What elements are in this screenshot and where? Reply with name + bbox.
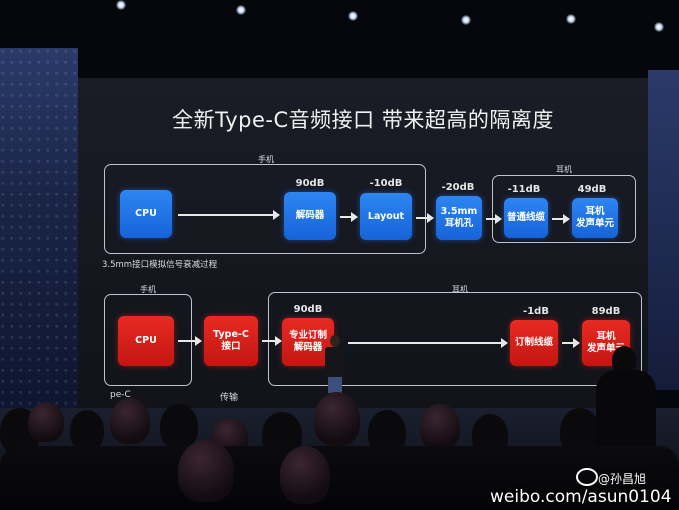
stage-light [461, 15, 471, 25]
analog-arrow-4 [486, 214, 502, 224]
analog-phone-label: 手机 [258, 155, 274, 164]
analog-speaker-box: 耳机 发声单元 [572, 198, 618, 238]
stage-light [654, 22, 664, 32]
audience-standing-person [596, 370, 656, 460]
db-layout: -10dB [369, 178, 403, 189]
audience-head [612, 346, 636, 374]
weibo-logo-icon [576, 468, 598, 486]
stage-light [348, 11, 358, 21]
analog-arrow-5 [552, 214, 570, 224]
analog-earphone-frame [492, 175, 636, 243]
presenter-legs [328, 377, 342, 393]
analog-caption: 3.5mm接口模拟信号衰减过程 [102, 260, 218, 270]
analog-phone-frame [104, 164, 426, 254]
digital-caption-tail: 传输 [220, 393, 239, 403]
audience-head [280, 446, 330, 504]
analog-earphone-label: 耳机 [556, 165, 572, 174]
analog-cpu-box: CPU [120, 190, 172, 238]
audience-row [0, 446, 679, 510]
analog-jack-box: 3.5mm 耳机孔 [436, 196, 482, 240]
db-digital-speaker: 89dB [591, 306, 621, 317]
db-decoder: 90dB [295, 178, 325, 189]
watermark-name: @孙昌旭 [598, 472, 647, 486]
led-side-panel-right [648, 70, 679, 390]
slide-title: 全新Type-C音频接口 带来超高的隔离度 [172, 108, 554, 132]
analog-decoder-box: 解码器 [284, 192, 336, 240]
stage-light [566, 14, 576, 24]
audience-head [420, 404, 460, 450]
analog-cable-box: 普通线缆 [504, 198, 548, 238]
watermark-url: weibo.com/asun0104 [490, 487, 672, 507]
digital-arrow-1 [178, 336, 202, 346]
digital-arrow-4 [562, 338, 580, 348]
presenter-head [330, 335, 340, 347]
digital-cpu-box: CPU [118, 316, 174, 366]
db-custom-cable: -1dB [523, 306, 549, 317]
db-jack: -20dB [441, 182, 475, 193]
db-custom-decoder: 90dB [293, 304, 323, 315]
analog-arrow-2 [340, 212, 358, 222]
db-cable: -11dB [507, 184, 541, 195]
presenter-body [325, 347, 345, 377]
digital-earphone-frame [268, 292, 642, 386]
stage-light [116, 0, 126, 10]
analog-layout-box: Layout [360, 193, 412, 240]
audience-head [178, 440, 234, 502]
analog-arrow-1 [178, 210, 280, 220]
digital-phone-label: 手机 [140, 285, 156, 294]
digital-earphone-label: 耳机 [452, 285, 468, 294]
audience-head [70, 410, 104, 450]
audience-head [160, 404, 198, 448]
presentation-slide: 全新Type-C音频接口 带来超高的隔离度 手机 耳机 90dB -10dB -… [78, 78, 648, 408]
audience-head [110, 398, 150, 444]
digital-typec-box: Type-C 接口 [204, 316, 258, 366]
digital-arrow-3 [348, 338, 508, 348]
audience-head [28, 402, 64, 442]
stage-light [236, 5, 246, 15]
analog-arrow-3 [416, 213, 434, 223]
audience-head [314, 392, 360, 446]
presenter-silhouette [322, 335, 348, 395]
led-side-panel-left [0, 48, 78, 408]
digital-caption: pe-C [110, 390, 131, 400]
db-speaker: 49dB [577, 184, 607, 195]
digital-custom-cable-box: 订制线缆 [510, 320, 558, 366]
digital-arrow-2 [262, 336, 282, 346]
